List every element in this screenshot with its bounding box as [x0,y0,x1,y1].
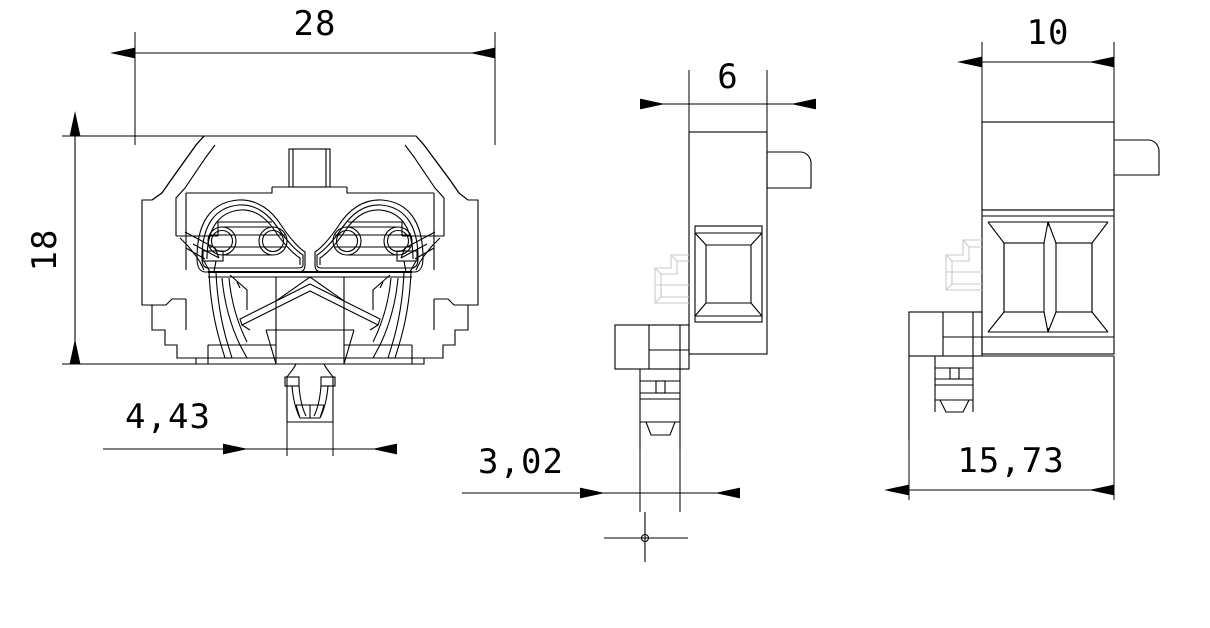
rear-view-mount-block [908,311,983,357]
side-view-body [688,131,768,355]
front-view-left-terrace [142,135,272,330]
rear-view-hidden-detail [945,239,982,291]
side-view: 6 [462,57,816,562]
front-view-right-spring-clamp [372,231,441,359]
front-view-right-terrace [348,135,478,330]
front-view-top-boss [272,148,347,188]
front-view-left-cavity [196,199,306,273]
rear-view-base-edge [908,355,1115,440]
front-view-center-funnel [239,276,381,365]
dim-height-18-label: 18 [25,229,65,272]
rear-view: 10 [884,13,1160,500]
dim-foot-443-extension [286,386,334,456]
rear-view-chamfered-openings [982,221,1114,338]
front-view-left-spring-clamp [179,231,248,359]
side-view-hidden-detail [654,254,689,304]
side-view-mount-block [614,324,690,370]
front-view-busbar [208,271,412,278]
dim-height-18: 18 [25,111,81,364]
front-view-cavity-shelf [185,187,435,270]
dim-pin-302: 3,02 [462,442,740,499]
rear-view-bottom-pin [934,356,974,413]
side-view-extension-lines [688,70,768,140]
side-view-center-mark [604,512,688,562]
dim-pin-302-label: 3,02 [478,442,564,482]
side-view-bottom-pin [639,369,681,450]
front-view-extension-lines [62,32,496,365]
rear-view-extension-lines [981,42,1115,132]
side-view-chamfered-opening [694,225,763,323]
front-view-snap-foot [284,363,336,423]
dim-width-10: 10 [957,13,1114,68]
rear-view-upper-block [981,121,1115,211]
rear-view-lower-block [981,209,1115,355]
dim-width-28-label: 28 [294,4,337,44]
dim-foot-443-label: 4,43 [125,397,211,437]
dim-depth-1573: 15,73 [884,441,1114,496]
dim-width-6: 6 [640,57,816,110]
front-view-body-outline [137,135,479,365]
dim-depth-1573-label: 15,73 [957,441,1064,481]
dim-width-6-label: 6 [717,57,738,97]
dim-width-10-label: 10 [1027,13,1070,53]
dim-pin-302-extension [639,440,681,512]
rear-view-side-tab [1114,139,1160,176]
front-view: 28 18 [25,4,496,456]
side-view-side-tab [766,151,812,189]
front-view-base-rail [196,344,424,364]
dim-foot-443: 4,43 [103,397,397,455]
dim-width-28: 28 [110,4,495,59]
